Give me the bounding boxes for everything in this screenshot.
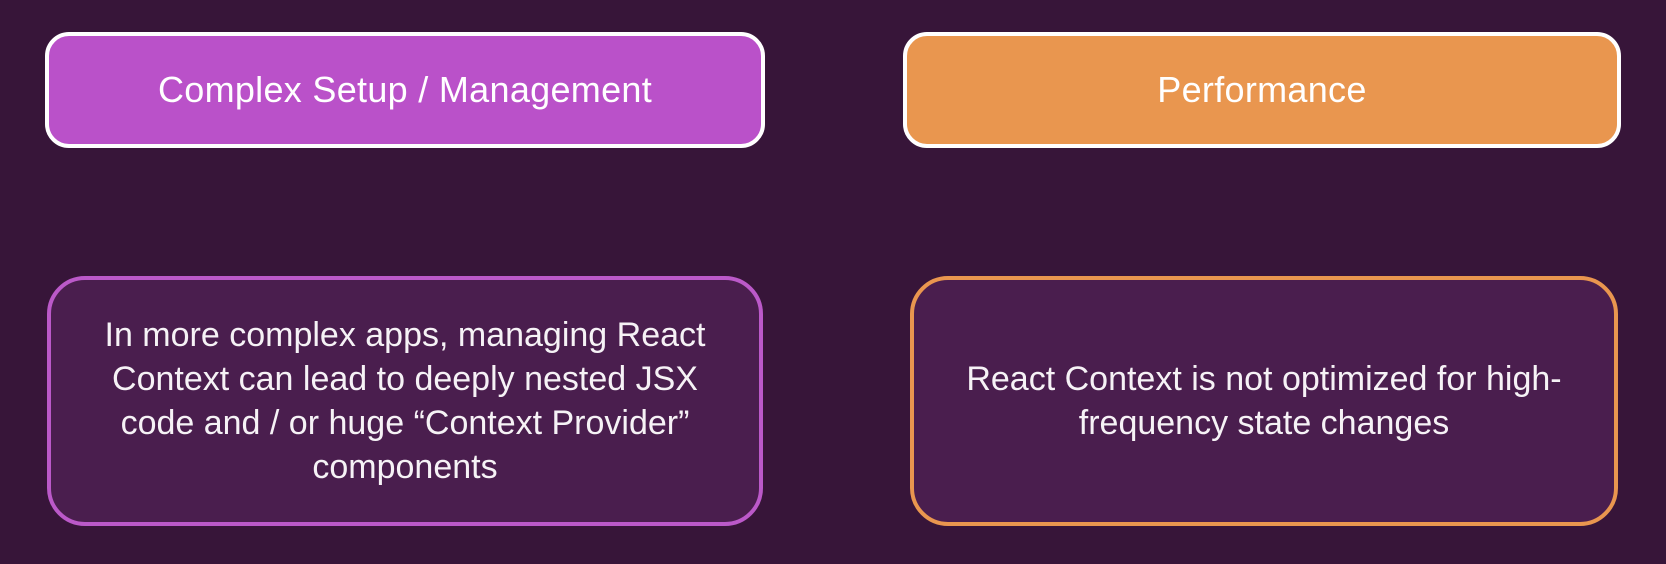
complex-setup-header-label: Complex Setup / Management <box>157 69 653 110</box>
complex-setup-detail-box: In more complex apps, managing React Con… <box>47 276 763 526</box>
performance-detail-text: React Context is not optimized for high-… <box>966 360 1562 442</box>
performance-detail-box: React Context is not optimized for high-… <box>910 276 1618 526</box>
complex-setup-detail-text: In more complex apps, managing React Con… <box>104 316 706 486</box>
performance-header-label: Performance <box>1157 69 1367 110</box>
performance-header-pill: Performance <box>903 32 1621 148</box>
complex-setup-header-pill: Complex Setup / Management <box>45 32 765 148</box>
